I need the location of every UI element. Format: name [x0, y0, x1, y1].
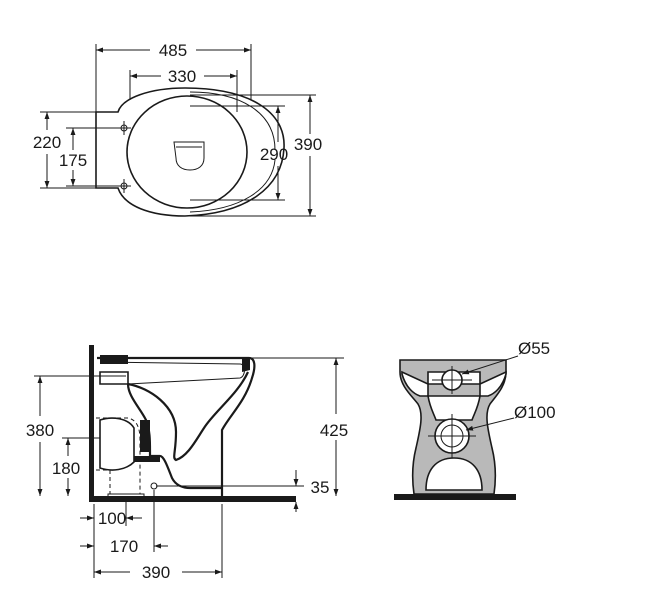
dim-outlet-offset-label: 100 — [98, 509, 126, 528]
dim-inlet-diameter-label: Ø55 — [518, 339, 550, 358]
dim-inlet-height: 380 — [26, 375, 100, 496]
dim-bowl-depth-label: 290 — [260, 145, 288, 164]
side-view: 380 180 425 35 100 — [26, 345, 348, 582]
dim-overall-width-label: 485 — [159, 41, 187, 60]
dim-outlet-height: 180 — [52, 437, 100, 496]
dim-outlet-diameter: Ø100 — [465, 403, 556, 431]
dim-bowl-depth: 290 — [190, 105, 288, 201]
dim-fixing-inner-label: 175 — [59, 151, 87, 170]
dim-inlet-diameter: Ø55 — [461, 339, 550, 375]
dim-floor-outlet: 35 — [156, 470, 329, 512]
dim-fixing-outer: 220 — [33, 111, 96, 189]
dim-projection-label: 390 — [142, 563, 170, 582]
dim-floor-fixing: 170 — [80, 490, 168, 556]
dim-overall-depth: 390 — [190, 94, 322, 217]
side-toilet-body — [96, 355, 256, 499]
dim-total-height: 425 — [252, 357, 348, 496]
inlet-circle — [432, 366, 472, 394]
dim-floor-fixing-label: 170 — [110, 537, 138, 556]
front-view: Ø55 Ø100 — [394, 339, 556, 500]
floor-line — [89, 496, 296, 502]
dim-fixing-inner: 175 — [59, 127, 124, 187]
dim-bowl-width-label: 330 — [168, 67, 196, 86]
dim-bowl-width: 330 — [129, 67, 238, 112]
dim-outlet-offset: 100 — [80, 500, 142, 528]
outlet-circle — [428, 414, 476, 458]
dim-overall-width: 485 — [95, 41, 252, 112]
dim-overall-depth-label: 390 — [294, 135, 322, 154]
dim-floor-outlet-label: 35 — [311, 478, 330, 497]
dim-fixing-outer-label: 220 — [33, 133, 61, 152]
dim-outlet-diameter-label: Ø100 — [514, 403, 556, 422]
dim-outlet-height-label: 180 — [52, 459, 80, 478]
plan-outline — [95, 87, 285, 217]
front-floor-line — [394, 494, 516, 500]
dim-projection: 390 — [93, 504, 223, 582]
top-view: 485 330 220 175 — [33, 41, 322, 217]
dim-total-height-label: 425 — [320, 421, 348, 440]
dim-inlet-height-label: 380 — [26, 421, 54, 440]
wall-line — [89, 345, 94, 502]
